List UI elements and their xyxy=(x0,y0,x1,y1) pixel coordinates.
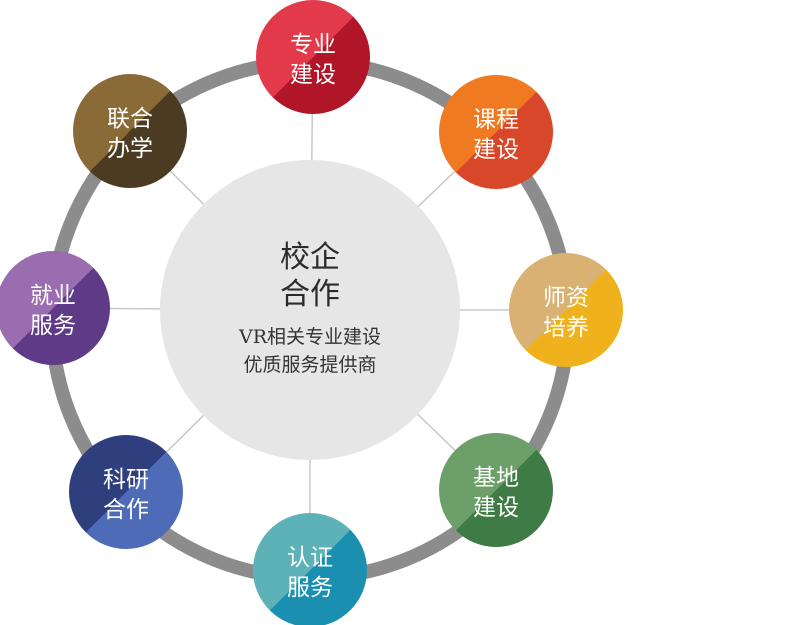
node-label-joint-education-line2: 办学 xyxy=(107,136,153,162)
node-circle-certification-service xyxy=(253,513,367,625)
node-label-research-cooperation-line1: 科研 xyxy=(103,467,149,493)
node-circle-course-construction xyxy=(439,75,553,189)
hub-circle xyxy=(160,160,460,460)
node-label-employment-service-line1: 就业 xyxy=(30,283,76,309)
node-label-teacher-training-line1: 师资 xyxy=(543,285,589,311)
node-circle-base-construction xyxy=(439,433,553,547)
node-label-course-construction-line1: 课程 xyxy=(473,107,519,133)
node-label-course-construction-line2: 建设 xyxy=(473,137,519,163)
node-circle-joint-education xyxy=(73,74,187,188)
node-circle-employment-service xyxy=(0,251,110,365)
hub-title-line2: 合作 xyxy=(280,277,340,312)
node-label-certification-service-line1: 认证 xyxy=(287,545,333,571)
node-label-base-construction-line1: 基地 xyxy=(473,465,519,491)
hub-subtitle-line2: 优质服务提供商 xyxy=(243,354,376,376)
node-major-construction: 专业建设 xyxy=(256,0,370,114)
node-label-employment-service-line2: 服务 xyxy=(30,313,76,339)
node-circle-major-construction xyxy=(256,0,370,114)
node-circle-research-cooperation xyxy=(69,435,183,549)
node-label-base-construction-line2: 建设 xyxy=(473,495,519,521)
node-label-research-cooperation-line2: 合作 xyxy=(103,497,149,523)
node-label-major-construction-line2: 建设 xyxy=(290,62,336,88)
node-label-certification-service-line2: 服务 xyxy=(287,575,333,601)
node-label-teacher-training-line2: 培养 xyxy=(543,315,589,341)
node-circle-teacher-training xyxy=(509,253,623,367)
node-label-major-construction-line1: 专业 xyxy=(290,32,336,58)
hub-title-line1: 校企 xyxy=(280,240,340,275)
node-label-joint-education-line1: 联合 xyxy=(107,106,153,132)
hub-subtitle-line1: VR相关专业建设 xyxy=(238,326,381,348)
